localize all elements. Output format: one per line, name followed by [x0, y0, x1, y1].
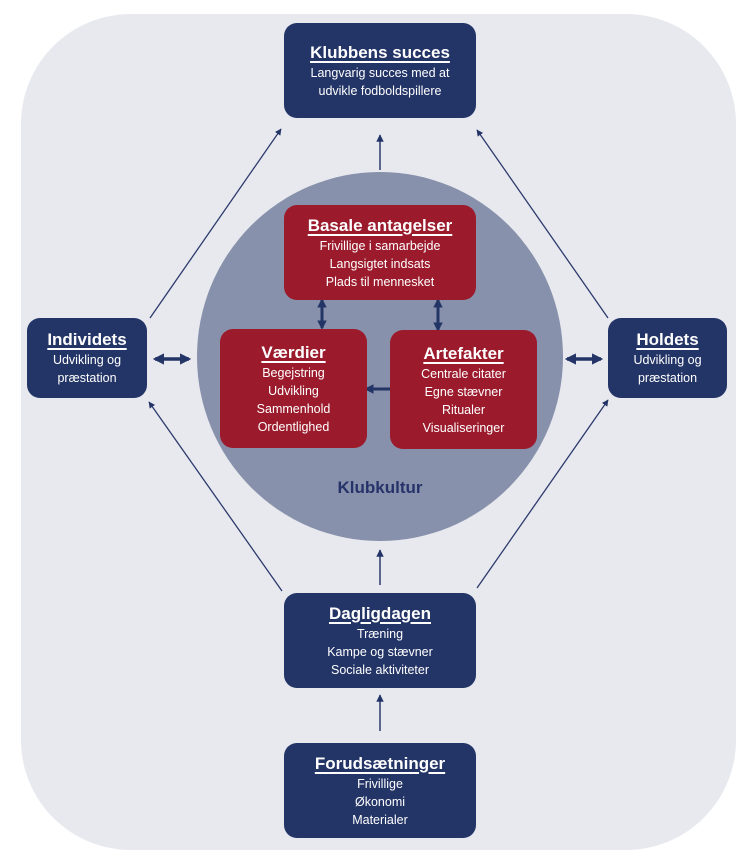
box-title: Individets — [47, 330, 127, 349]
box-individets: Individets Udvikling og præstation — [27, 318, 147, 398]
box-dagligdagen: Dagligdagen Træning Kampe og stævner Soc… — [284, 593, 476, 688]
box-line: Ordentlighed — [257, 419, 330, 434]
box-klubbens-succes: Klubbens succes Langvarig succes med at … — [284, 23, 476, 118]
box-title: Klubbens succes — [310, 42, 450, 62]
box-title: Forudsætninger — [314, 753, 446, 773]
box-artefakter: Artefakter Centrale citater Egne stævner… — [390, 330, 537, 449]
box-title: Dagligdagen — [328, 603, 431, 623]
box-line: præstation — [57, 371, 117, 385]
box-line: Materialer — [352, 812, 408, 827]
box-line: Ritualer — [441, 402, 486, 417]
box-line: Sociale aktiviteter — [331, 662, 429, 677]
box-line: Egne stævner — [424, 384, 503, 399]
box-line: Træning — [356, 626, 404, 641]
box-line: Centrale citater — [421, 366, 506, 381]
box-line: Visualiseringer — [422, 420, 505, 435]
box-line: Udvikling — [268, 383, 319, 398]
box-title: Værdier — [261, 342, 326, 362]
box-line: Begejstring — [262, 365, 325, 380]
box-forudsaetninger: Forudsætninger Frivillige Økonomi Materi… — [284, 743, 476, 838]
klubkultur-label: Klubkultur — [337, 478, 423, 497]
box-holdets: Holdets Udvikling og præstation — [608, 318, 727, 398]
box-title: Artefakter — [423, 343, 504, 363]
box-line: Frivillige i samarbejde — [319, 238, 441, 253]
box-line: Økonomi — [354, 794, 406, 809]
box-line: Langvarig succes med at — [310, 65, 450, 80]
box-line: Udvikling og — [52, 353, 122, 367]
box-line: Udvikling og — [633, 353, 702, 367]
box-line: Sammenhold — [256, 401, 331, 416]
box-title: Basale antagelser — [307, 215, 453, 235]
box-line: præstation — [637, 371, 698, 385]
box-line: Langsigtet indsats — [329, 256, 431, 271]
box-basale-antagelser: Basale antagelser Frivillige i samarbejd… — [284, 205, 476, 300]
box-line: Kampe og stævner — [327, 644, 433, 659]
box-line: Plads til mennesket — [325, 274, 435, 289]
box-title: Holdets — [636, 330, 699, 349]
box-line: Frivillige — [357, 776, 403, 791]
box-line: udvikle fodboldspillere — [318, 83, 442, 98]
box-vaerdier: Værdier Begejstring Udvikling Sammenhold… — [220, 329, 367, 448]
